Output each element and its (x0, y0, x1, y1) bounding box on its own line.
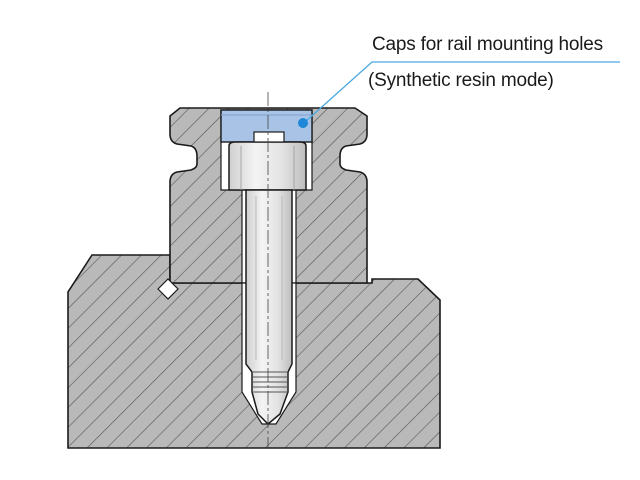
thread-marks (252, 371, 288, 393)
hex-socket (253, 131, 285, 143)
callout-title: Caps for rail mounting holes (372, 34, 603, 55)
callout-leader-line (304, 61, 620, 123)
callout-subtitle: (Synthetic resin mode) (368, 70, 554, 91)
edge-chamfer-marker (157, 278, 179, 300)
callout-dot-icon (298, 118, 308, 128)
bolt-head (228, 141, 307, 191)
bolt-shank (245, 189, 293, 426)
